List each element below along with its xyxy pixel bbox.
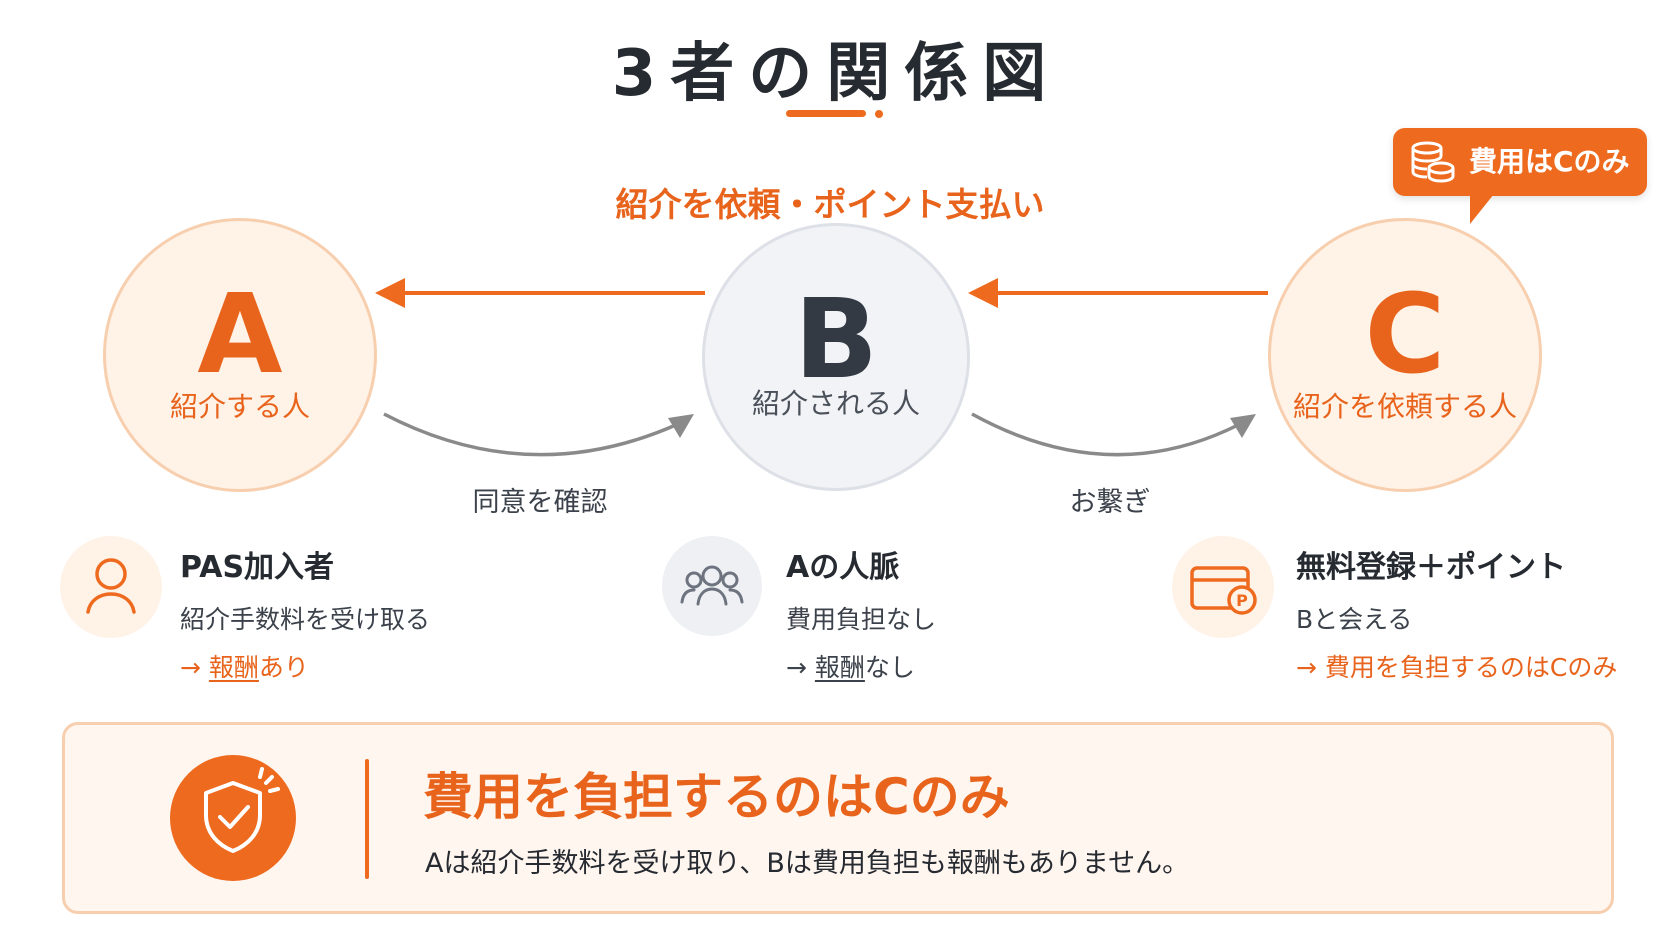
group-icon xyxy=(662,536,762,636)
title-underline-dot xyxy=(875,110,883,118)
node-a-letter: A xyxy=(197,270,283,398)
node-c-label: 紹介を依頼する人 xyxy=(1292,390,1517,423)
node-b: B 紹介される人 xyxy=(702,223,970,491)
info-b-note-reward: 報酬 xyxy=(814,653,865,682)
node-c-letter: C xyxy=(1364,270,1446,398)
info-c-desc: Bと会える xyxy=(1296,605,1413,634)
arrow-a-to-b-curve xyxy=(383,412,694,457)
info-a-note-reward: 報酬 xyxy=(208,653,259,682)
point-card-icon: P xyxy=(1172,536,1274,638)
page-title: 3者の関係図 xyxy=(611,37,1061,111)
arrow-c-to-b xyxy=(968,278,1268,308)
node-a: A 紹介する人 xyxy=(103,218,377,492)
shield-check-icon xyxy=(170,755,296,881)
edge-label-a-b: 同意を確認 xyxy=(472,487,608,518)
info-a-note-arrow: → xyxy=(180,653,201,682)
arrow-b-to-a xyxy=(375,278,705,308)
summary-box: 費用を負担するのはCのみ Aは紹介手数料を受け取り、Bは費用負担も報酬もありませ… xyxy=(62,722,1614,914)
node-c: C 紹介を依頼する人 xyxy=(1268,218,1542,492)
info-c-note: → 費用を負担するのはCのみ xyxy=(1296,653,1618,682)
summary-text: Aは紹介手数料を受け取り、Bは費用負担も報酬もありません。 xyxy=(425,848,1190,879)
node-a-label: 紹介する人 xyxy=(169,390,310,423)
cost-badge-pointer xyxy=(1470,194,1494,224)
info-a-note: → 報酬あり xyxy=(180,648,309,684)
info-c-title: 無料登録＋ポイント xyxy=(1296,550,1566,585)
info-b-desc: 費用負担なし xyxy=(786,605,937,634)
info-a-desc: 紹介手数料を受け取る xyxy=(180,605,431,634)
info-a-title: PAS加入者 xyxy=(180,550,335,585)
info-b-title: Aの人脈 xyxy=(786,550,900,585)
coins-icon xyxy=(1407,138,1457,186)
info-b-note: → 報酬なし xyxy=(786,648,915,684)
summary-title: 費用を負担するのはCのみ xyxy=(423,768,1010,826)
person-icon xyxy=(60,536,162,638)
node-b-label: 紹介される人 xyxy=(751,387,920,420)
title-underline xyxy=(786,110,866,117)
arrow-b-to-c-curve xyxy=(971,412,1256,457)
info-b-note-rest: なし xyxy=(864,653,915,682)
top-flow-label: 紹介を依頼・ポイント支払い xyxy=(615,185,1045,224)
edge-label-b-c: お繋ぎ xyxy=(1069,487,1151,518)
info-a-note-rest: あり xyxy=(258,653,309,682)
node-b-letter: B xyxy=(794,275,878,403)
info-b-note-arrow: → xyxy=(786,653,807,682)
cost-badge-label: 費用はCのみ xyxy=(1469,145,1630,178)
svg-text:P: P xyxy=(1236,591,1248,610)
cost-badge: 費用はCのみ xyxy=(1393,128,1647,196)
summary-divider xyxy=(365,759,369,879)
